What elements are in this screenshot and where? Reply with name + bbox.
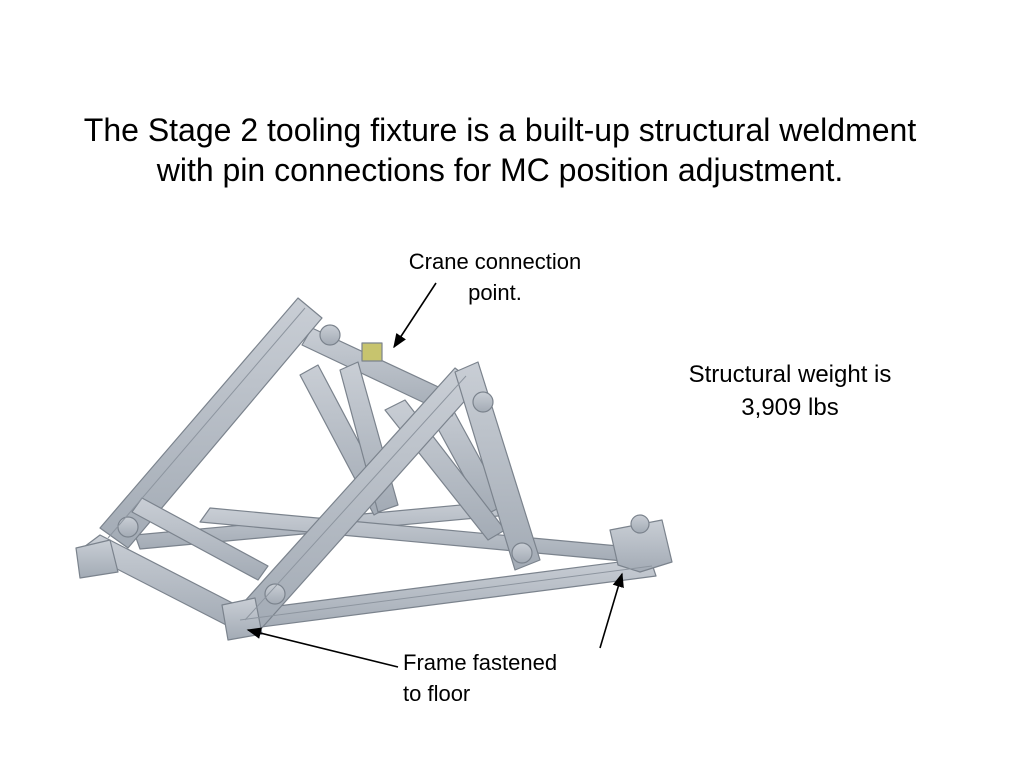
crane-arrow [393,282,437,349]
hinge-left-foot [117,516,139,538]
floor-arrow-right [599,572,624,649]
hinge-right-end [630,514,650,534]
hinge-top-left [319,324,341,346]
title-line-2: with pin connections for MC position adj… [156,152,844,188]
floor-arrow-left [246,627,399,668]
crane-label-line-2: point. [468,280,522,305]
crane-connection-label: Crane connection point. [380,246,610,308]
floor-label-line-1: Frame fastened [403,650,558,675]
hinge-right-foot [511,542,533,564]
slide-title: The Stage 2 tooling fixture is a built-u… [0,110,1000,190]
hinge-mid-foot [264,583,286,605]
structural-weight-label: Structural weight is 3,909 lbs [650,358,930,424]
weight-label-line-1: Structural weight is [688,361,892,388]
title-line-1: The Stage 2 tooling fixture is a built-u… [83,112,917,148]
right-leg-rear [454,361,541,571]
hinge-top-right [472,391,494,413]
left-end-block [75,539,119,579]
crane-label-line-1: Crane connection [408,249,582,274]
weight-label-line-2: 3,909 lbs [741,394,839,421]
front-left-block [221,597,263,641]
left-leg-rear [99,297,323,549]
floor-label-line-2: to floor [403,681,471,706]
right-end-block [609,519,673,573]
frame-fastened-label: Frame fastened to floor [403,647,603,709]
crane-lug [361,342,383,362]
